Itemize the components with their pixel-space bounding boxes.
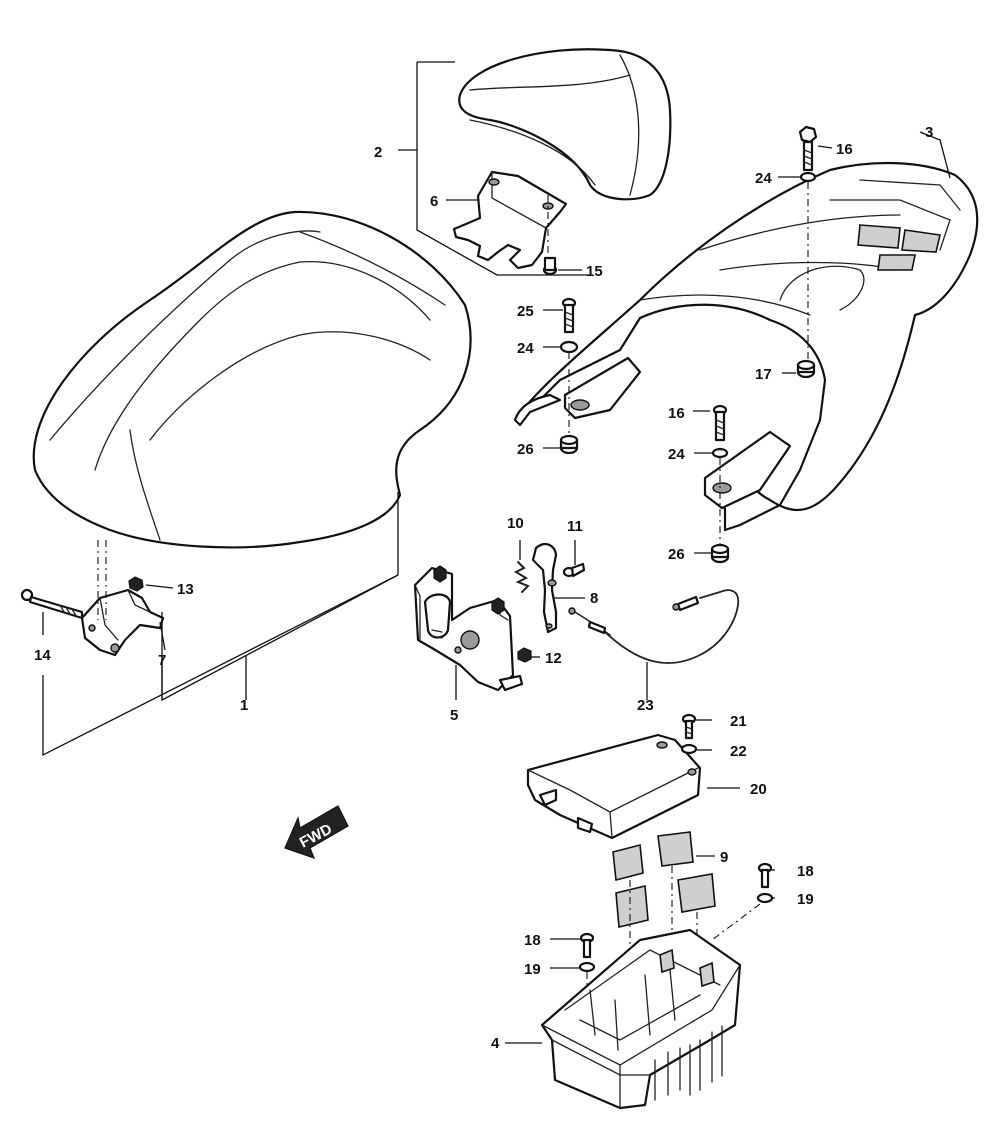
callout-18a: 18 [797, 863, 814, 880]
hinge-pin-bolt [20, 588, 84, 620]
lock-spring [513, 561, 530, 593]
callout-9: 9 [720, 849, 728, 866]
callout-12: 12 [545, 650, 562, 667]
callout-5: 5 [450, 707, 458, 724]
carrier-collar-right [710, 543, 730, 564]
callout-19b: 19 [524, 961, 541, 978]
main-seat [32, 210, 472, 549]
carrier-nut [796, 359, 816, 379]
callout-4: 4 [491, 1035, 500, 1052]
callout-19a: 19 [797, 891, 814, 908]
battery-box [540, 928, 742, 1110]
callout-16b: 16 [668, 405, 685, 422]
bracket-bolt [542, 256, 558, 276]
box-screw-left [579, 932, 595, 959]
seat-lock-body [413, 565, 524, 692]
callout-1: 1 [240, 697, 248, 714]
callout-26b: 26 [668, 546, 685, 563]
carrier-bolt-left [561, 297, 577, 334]
callout-20: 20 [750, 781, 767, 798]
lid-washer [680, 743, 698, 755]
callout-25: 25 [517, 303, 534, 320]
rear-carrier [513, 161, 979, 532]
carrier-washer-top [799, 171, 817, 183]
carrier-washer-right [711, 447, 729, 459]
callout-15: 15 [586, 263, 603, 280]
callout-17: 17 [755, 366, 772, 383]
carrier-collar-left [559, 434, 579, 455]
forward-direction-arrow: FWD [284, 805, 349, 859]
callout-3: 3 [925, 124, 933, 141]
pillion-seat [458, 48, 672, 201]
callout-21: 21 [730, 713, 747, 730]
callout-14: 14 [34, 647, 51, 664]
box-washer-left [578, 961, 596, 973]
callout-26a: 26 [517, 441, 534, 458]
callout-13: 13 [177, 581, 194, 598]
pillion-seat-bracket [452, 170, 568, 270]
box-screw-right [757, 862, 773, 889]
battery-box-lid [526, 733, 702, 840]
seat-lock-cable [568, 589, 740, 664]
carrier-bolt-top [798, 125, 818, 172]
cushion-pads [612, 831, 716, 928]
callout-8: 8 [590, 590, 598, 607]
seat-hinge-bracket [80, 588, 165, 657]
lock-nut [517, 647, 532, 663]
lever-bolt [562, 562, 586, 578]
hinge-nut [128, 576, 144, 592]
callout-24c: 24 [668, 446, 685, 463]
lock-lever [531, 542, 558, 634]
lid-screw [681, 713, 697, 740]
callout-2: 2 [374, 144, 382, 161]
callout-labels: 1 2 3 4 5 6 7 8 9 10 11 12 13 14 15 16 1… [34, 124, 933, 1052]
callout-7: 7 [158, 652, 166, 669]
callout-10: 10 [507, 515, 524, 532]
callout-24a: 24 [755, 170, 772, 187]
carrier-washer-left [559, 340, 579, 354]
callout-23: 23 [637, 697, 654, 714]
callout-6: 6 [430, 193, 438, 210]
callout-11: 11 [567, 518, 583, 535]
callout-22: 22 [730, 743, 747, 760]
callout-16a: 16 [836, 141, 853, 158]
callout-24b: 24 [517, 340, 534, 357]
callout-18b: 18 [524, 932, 541, 949]
carrier-bolt-right [712, 404, 728, 442]
box-washer-right [756, 892, 774, 904]
